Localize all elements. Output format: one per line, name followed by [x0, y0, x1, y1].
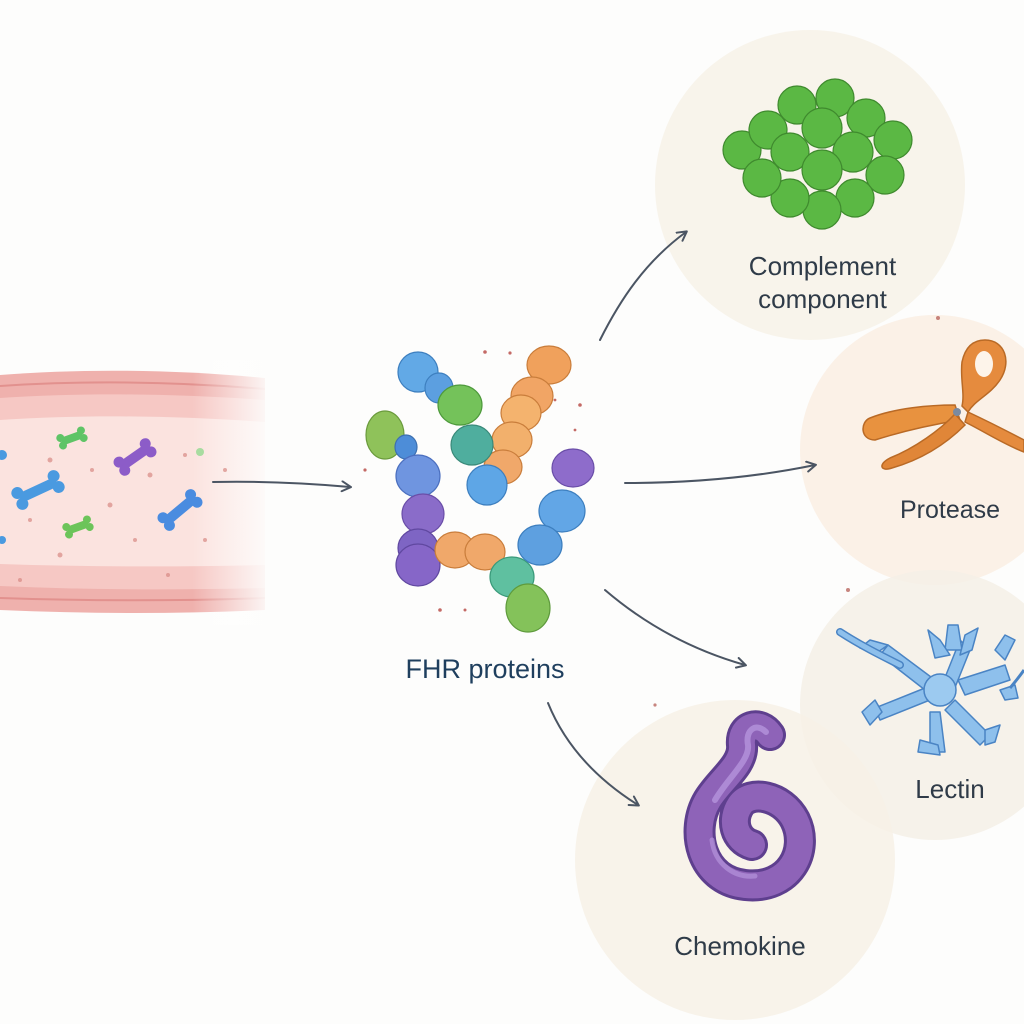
vessel-protein-blue: [11, 470, 65, 510]
arrow-to-lectin: [604, 589, 747, 669]
complement-label-line2: component: [758, 284, 887, 315]
vessel-protein-blue: [157, 489, 203, 531]
vessel-protein-green: [56, 426, 88, 450]
arrow-to-complement: [599, 230, 688, 341]
chemokine-label: Chemokine: [674, 931, 806, 961]
vessel-proteins: [0, 426, 204, 544]
fhr-proteins-label: FHR proteins: [405, 654, 565, 684]
vessel-protein-purple: [113, 438, 157, 476]
protease-label: Protease: [899, 496, 1001, 524]
vessel-protein-green: [62, 515, 94, 539]
lectin-icon: [836, 624, 1024, 756]
arrow-to-chemokine: [547, 702, 640, 807]
arrow-vessel-to-fhr: [212, 480, 352, 493]
decorative-specks: [653, 316, 940, 707]
complement-component-icon: [722, 78, 913, 230]
fhr-protein-cluster: [363, 345, 595, 633]
protease-icon: [862, 339, 1024, 470]
arrow-to-protease: [624, 460, 817, 484]
complement-label-line1: Complement: [748, 251, 897, 281]
chemokine-icon: [683, 710, 816, 902]
arrows: [212, 230, 817, 807]
lectin-label: Lectin: [915, 774, 985, 804]
complement-component-label: Complement component: [705, 250, 940, 317]
background-halos: [575, 30, 1024, 1020]
